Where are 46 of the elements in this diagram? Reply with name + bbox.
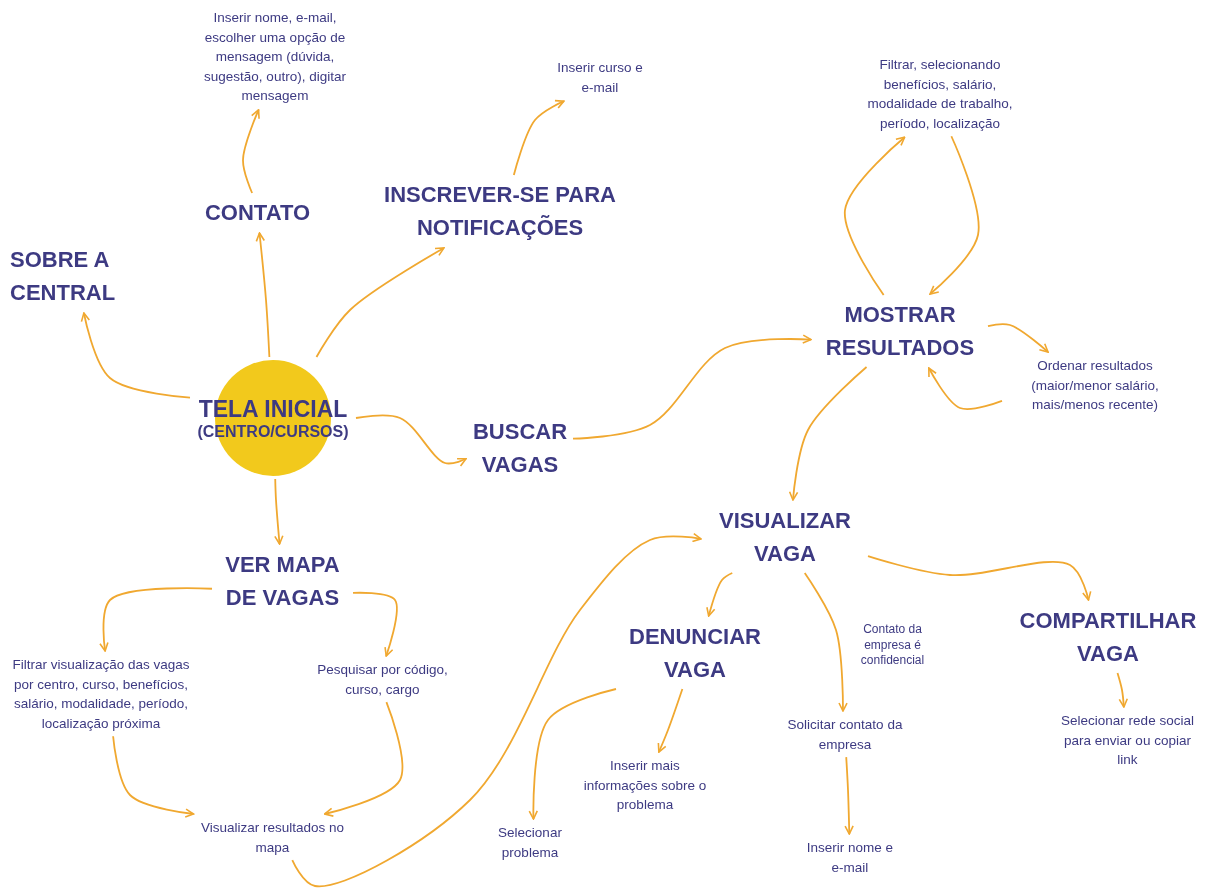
step-text: Selecionar rede social para enviar ou copiar link <box>1055 711 1200 770</box>
arrow <box>315 247 445 358</box>
arrow <box>99 587 213 652</box>
screen-title: VISUALIZAR VAGA <box>705 504 865 570</box>
screen-title: SOBRE A CENTRAL <box>10 243 128 309</box>
step-text: Inserir nome, e-mail, escolher uma opção de mensagem (dúvida, sugestão, outro), digitar mensagem <box>200 8 350 106</box>
step-text: Inserir curso e e-mail <box>555 58 645 98</box>
arrow <box>242 108 260 194</box>
screen-title: CONTATO <box>200 196 315 229</box>
arrow <box>987 323 1049 353</box>
arrow <box>352 591 398 657</box>
screen-title: DENUNCIAR VAGA <box>615 620 775 686</box>
screen-title: VER MAPA DE VAGAS <box>215 548 350 614</box>
arrow <box>1116 672 1129 708</box>
step-text: Selecionar problema <box>480 823 580 863</box>
arrow <box>512 99 565 176</box>
arrow <box>867 555 1092 601</box>
arrow <box>788 366 868 501</box>
arrow <box>255 232 271 358</box>
arrow <box>323 701 404 817</box>
arrow <box>929 135 980 295</box>
screen-title: COMPARTILHAR VAGA <box>1012 604 1204 670</box>
arrow <box>657 688 684 753</box>
arrow <box>844 136 906 296</box>
arrow <box>927 367 1003 410</box>
arrow <box>355 414 467 467</box>
step-text: Filtrar visualização das vagas por centro, curso, benefícios, salário, modalidade, período, localização próxima <box>10 655 192 734</box>
arrow <box>291 532 702 887</box>
arrow <box>706 572 734 617</box>
arrow <box>803 572 848 712</box>
step-text: Inserir mais informações sobre o problema <box>575 756 715 815</box>
step-text: Solicitar contato da empresa <box>775 715 915 755</box>
step-text: Visualizar resultados no mapa <box>195 818 350 858</box>
arrow <box>572 334 812 440</box>
screen-title: INSCREVER-SE PARA NOTIFICAÇÕES <box>370 178 630 244</box>
step-text: Filtrar, selecionando benefícios, salário, modalidade de trabalho, período, localização <box>860 55 1020 134</box>
arrow <box>528 688 617 820</box>
arrow <box>844 756 854 835</box>
step-text: Ordenar resultados (maior/menor salário, mais/menos recente) <box>1005 356 1185 415</box>
step-text: Inserir nome e e-mail <box>800 838 900 878</box>
step-text: Pesquisar por código, curso, cargo <box>300 660 465 700</box>
arrow <box>80 312 191 399</box>
arrow <box>274 478 284 545</box>
arrow <box>112 735 195 818</box>
screen-title: BUSCAR VAGAS <box>470 415 570 481</box>
screen-title: MOSTRAR RESULTADOS <box>815 298 985 364</box>
